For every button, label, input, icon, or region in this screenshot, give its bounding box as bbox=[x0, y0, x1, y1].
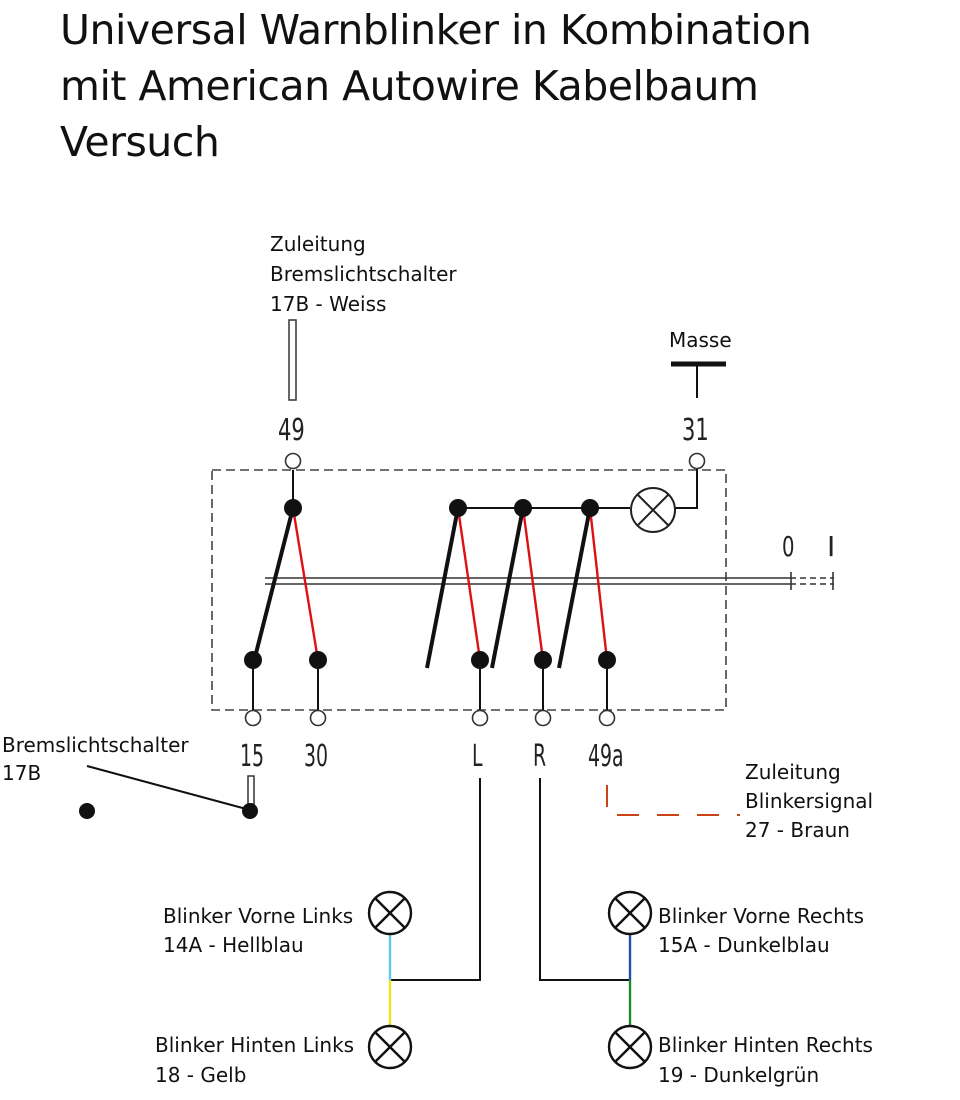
title-line-3: Versuch bbox=[60, 118, 220, 166]
blade-1 bbox=[251, 507, 295, 666]
lamp-front-right-icon bbox=[607, 890, 653, 936]
brake-switch-contact-b bbox=[242, 803, 258, 819]
lamp-rear-left-icon bbox=[367, 1024, 413, 1070]
lamp-front-left-label: Blinker Vorne Links bbox=[163, 904, 353, 928]
brake-switch-label-1: Bremslichtschalter bbox=[2, 733, 189, 757]
lamp-front-left-wire: 14A - Hellblau bbox=[163, 933, 304, 957]
indicator-lamp-cross-b bbox=[637, 494, 669, 526]
lamp-front-right-wire: 15A - Dunkelblau bbox=[658, 933, 830, 957]
terminal-L-label: L bbox=[472, 739, 483, 774]
ground-label: Masse bbox=[669, 328, 732, 352]
switch-housing bbox=[211, 469, 727, 711]
feed-brake-label-2: Bremslichtschalter bbox=[270, 262, 457, 286]
terminal-49-label: 49 bbox=[278, 413, 305, 448]
wire-31-lamp bbox=[675, 468, 698, 509]
terminal-31-label: 31 bbox=[682, 413, 709, 448]
switch-position-1: I bbox=[827, 530, 835, 563]
lamp-rear-right-wire: 19 - Dunkelgrün bbox=[658, 1063, 819, 1087]
red-link-L bbox=[456, 507, 482, 661]
feed-blinker-label-3: 27 - Braun bbox=[745, 818, 850, 842]
feed-wire-49 bbox=[288, 319, 297, 401]
brake-switch-lever bbox=[86, 765, 251, 811]
red-link-30 bbox=[291, 507, 320, 661]
page-title: Universal Warnblinker in Kombination mit… bbox=[60, 2, 940, 170]
contact-top-3 bbox=[514, 499, 532, 517]
lamp-front-left-icon bbox=[367, 890, 413, 936]
wire-15-stub bbox=[247, 775, 255, 805]
contact-top-2 bbox=[449, 499, 467, 517]
lamp-rear-right-label: Blinker Hinten Rechts bbox=[658, 1033, 873, 1057]
feed-brake-label-1: Zuleitung bbox=[270, 232, 366, 256]
terminal-30 bbox=[309, 709, 327, 727]
terminal-49 bbox=[284, 452, 302, 470]
feed-brake-label-3: 17B - Weiss bbox=[270, 292, 386, 316]
feed-blinker-label-2: Blinkersignal bbox=[745, 789, 873, 813]
lamp-rear-right-icon bbox=[607, 1024, 653, 1070]
wire-L bbox=[390, 778, 481, 981]
title-line-2: mit American Autowire Kabelbaum bbox=[60, 62, 759, 110]
switch-position-0: 0 bbox=[782, 531, 794, 563]
feed-blinker-label-1: Zuleitung bbox=[745, 760, 841, 784]
terminal-L bbox=[471, 709, 489, 727]
terminal-49a-label: 49a bbox=[588, 739, 624, 774]
blinker-signal-wire bbox=[606, 785, 740, 816]
terminal-15 bbox=[244, 709, 262, 727]
contact-top-1 bbox=[284, 499, 302, 517]
terminal-15-label: 15 bbox=[240, 739, 264, 774]
terminal-49a bbox=[598, 709, 616, 727]
blade-4 bbox=[557, 507, 592, 669]
title-line-1: Universal Warnblinker in Kombination bbox=[60, 6, 812, 54]
terminal-31 bbox=[688, 452, 706, 470]
brake-switch-label-2: 17B bbox=[2, 761, 41, 785]
brake-switch-contact-a bbox=[79, 803, 95, 819]
blade-3 bbox=[490, 507, 525, 669]
blade-2 bbox=[425, 507, 460, 669]
terminal-R-label: R bbox=[533, 739, 546, 774]
lamp-rear-left-label: Blinker Hinten Links bbox=[155, 1033, 354, 1057]
wire-R bbox=[539, 778, 630, 981]
red-link-49a bbox=[588, 507, 609, 661]
contact-top-4 bbox=[581, 499, 599, 517]
terminal-R bbox=[534, 709, 552, 727]
terminal-30-label: 30 bbox=[304, 739, 328, 774]
lamp-front-right-label: Blinker Vorne Rechts bbox=[658, 904, 864, 928]
lamp-rear-left-wire: 18 - Gelb bbox=[155, 1063, 246, 1087]
red-link-R bbox=[521, 507, 545, 661]
